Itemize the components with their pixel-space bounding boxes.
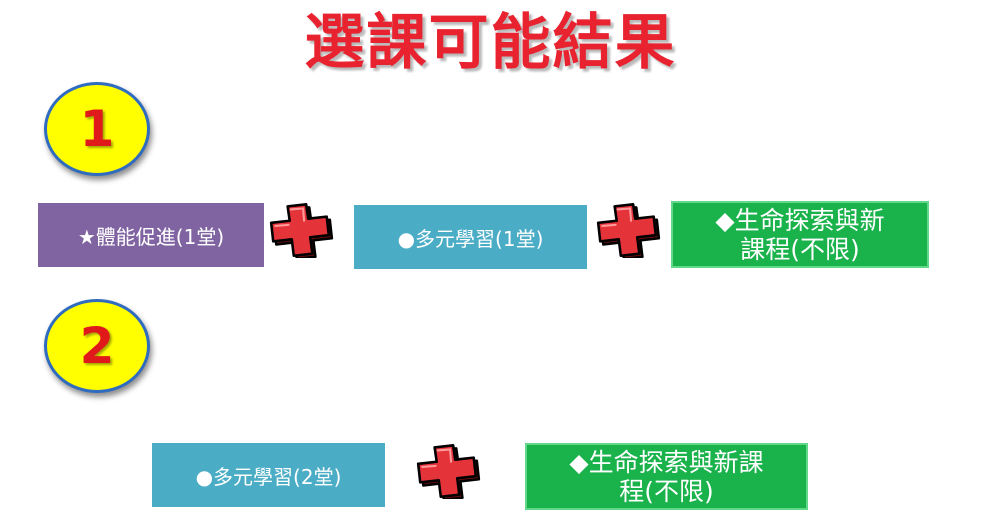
option-2-number-badge: 2 (44, 299, 150, 393)
life-exploration-box: ◆生命探索與新 課程(不限) (671, 201, 929, 268)
diverse-learning-box: ●多元學習(2堂) (152, 443, 385, 507)
plus-icon (592, 200, 664, 258)
plus-icon (265, 200, 337, 258)
pe-course-label: ★體能促進(1堂) (77, 224, 225, 249)
life-exploration-line2: 課程(不限) (740, 234, 860, 264)
diverse-learning-label: ●多元學習(1堂) (397, 226, 544, 251)
plus-icon (412, 441, 484, 499)
life-exploration-line1: ◆生命探索與新課 (569, 447, 764, 477)
option-1-number-badge: 1 (44, 82, 150, 176)
life-exploration-line2: 程(不限) (619, 476, 714, 506)
option-1-number: 1 (79, 100, 115, 158)
page-title: 選課可能結果 (304, 8, 677, 78)
diverse-learning-box: ●多元學習(1堂) (354, 205, 587, 269)
pe-course-box: ★體能促進(1堂) (38, 203, 264, 267)
life-exploration-line1: ◆生命探索與新 (715, 205, 885, 235)
option-2-number: 2 (79, 317, 115, 375)
life-exploration-box: ◆生命探索與新課 程(不限) (525, 443, 808, 510)
diverse-learning-label: ●多元學習(2堂) (195, 464, 342, 489)
